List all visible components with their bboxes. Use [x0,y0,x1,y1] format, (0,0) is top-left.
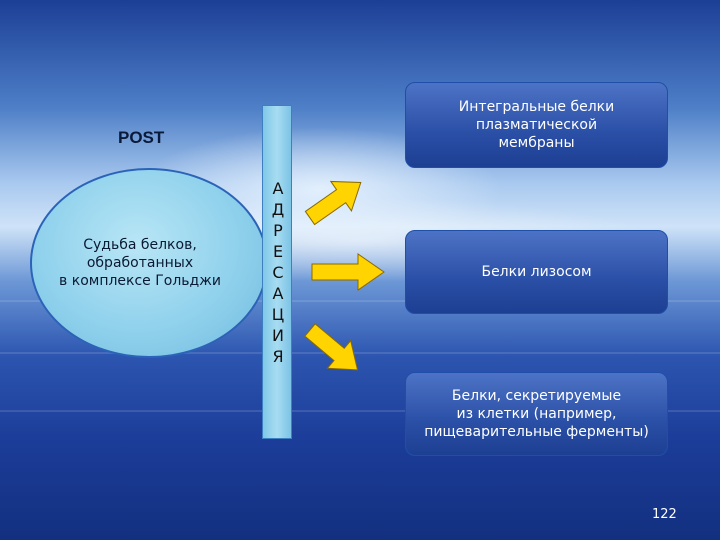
golgi-fate-text: Судьба белков, обработанных в комплексе … [59,236,221,290]
post-label: POST [118,128,165,147]
arrow-right-icon [311,253,385,291]
bar-letter: Ц [271,305,285,324]
addressing-bar: А Д Р Е С А Ц И Я [262,105,292,439]
bar-letter: А [272,179,284,198]
bar-letter: Е [272,242,284,261]
lysosome-proteins-box: Белки лизосом [405,230,668,314]
bar-letter: Д [271,200,285,219]
secreted-proteins-box: Белки, секретируемые из клетки (например… [405,372,668,456]
water-highlight [0,410,720,412]
water-highlight [0,352,720,354]
integral-membrane-proteins-box: Интегральные белки плазматической мембра… [405,82,668,168]
arrow-up-right-icon [304,180,362,226]
bar-letter: С [272,263,284,282]
water-highlight [0,300,720,302]
arrow-down-right-icon [304,323,359,371]
golgi-fate-ellipse: Судьба белков, обработанных в комплексе … [30,168,268,358]
addressing-letters: А Д Р Е С А Ц И Я [263,178,293,367]
bar-letter: И [272,326,284,345]
page-number: 122 [652,507,677,522]
bar-letter: Р [273,221,283,240]
bar-letter: А [272,284,284,303]
bar-letter: Я [272,347,284,366]
